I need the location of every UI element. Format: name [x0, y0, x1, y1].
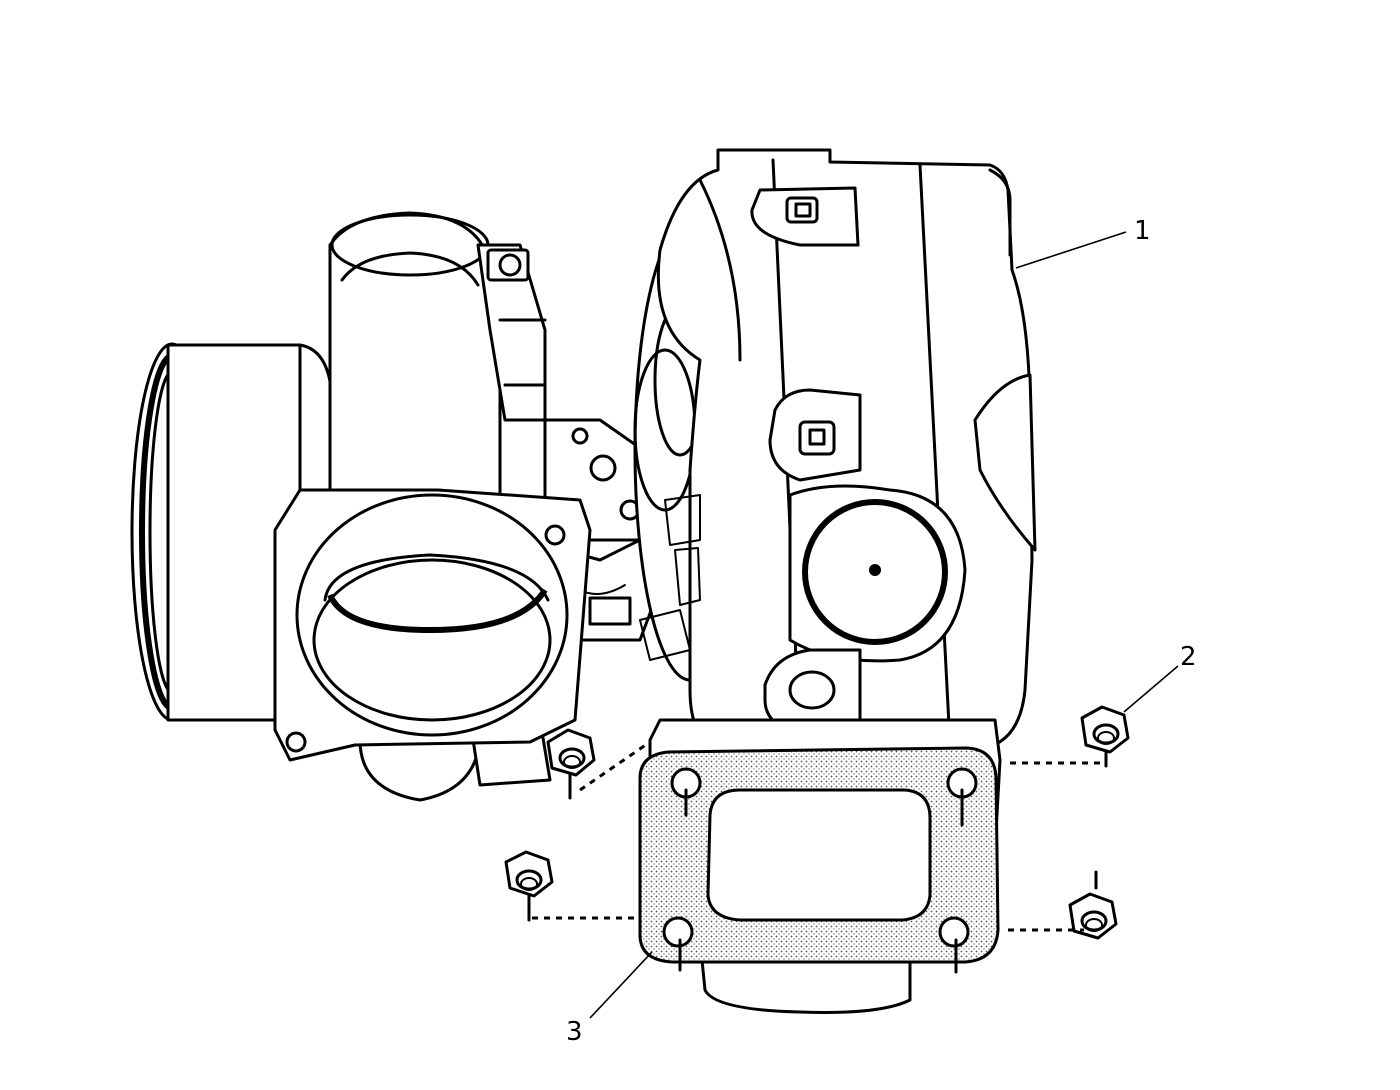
- nut-upper-right: [1010, 705, 1130, 768]
- callout-3-label: 3: [566, 1017, 583, 1047]
- nut-upper-left: [546, 728, 651, 800]
- nut-lower-right: [1008, 870, 1118, 940]
- nut-lower-left: [504, 850, 636, 922]
- callout-3: 3: [566, 951, 653, 1047]
- callout-2: 2: [1123, 642, 1197, 713]
- callout-1: 1: [1015, 216, 1151, 269]
- compressor-housing: [130, 211, 657, 802]
- gasket: [638, 746, 1000, 974]
- callout-2-label: 2: [1180, 642, 1197, 672]
- callout-1-label: 1: [1134, 216, 1151, 246]
